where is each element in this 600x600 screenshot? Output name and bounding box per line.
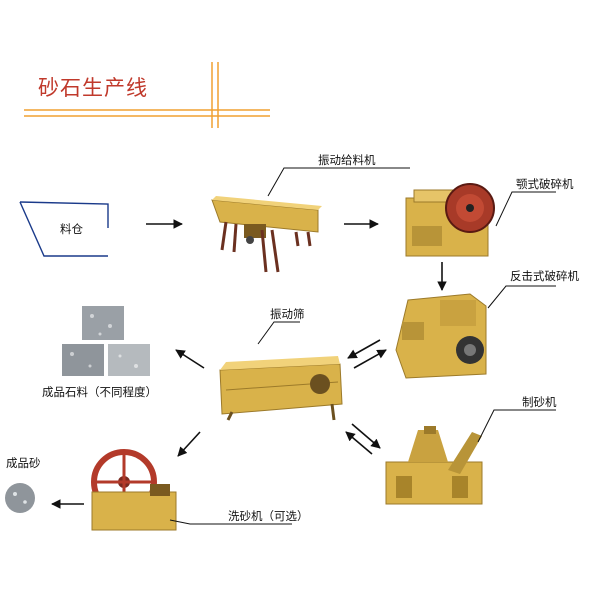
vibrating-screen-label: 振动筛 bbox=[270, 307, 305, 321]
arrow-screen-to-stone bbox=[175, 349, 205, 369]
sand-maker-label: 制砂机 bbox=[522, 395, 557, 409]
impact-crusher-label: 反击式破碎机 bbox=[510, 269, 579, 283]
arrow-screen-to-impact bbox=[353, 349, 387, 369]
finished-stone-piles bbox=[62, 306, 150, 376]
label-leader-lines bbox=[169, 167, 556, 525]
vibrating-screen-machine bbox=[219, 356, 343, 421]
finished-stone-label: 成品石料（不同程度） bbox=[42, 385, 157, 399]
sand-washer-machine bbox=[91, 449, 177, 531]
vibrating-feeder-label: 振动给料机 bbox=[318, 153, 376, 167]
page-title: 砂石生产线 bbox=[38, 76, 148, 100]
flow-arrows bbox=[51, 219, 447, 509]
impact-crusher-machine bbox=[395, 293, 487, 379]
finished-sand-label: 成品砂 bbox=[6, 456, 41, 470]
arrow-impact-to-screen bbox=[347, 339, 381, 359]
arrow-sandmaker-to-screen bbox=[345, 431, 373, 455]
sand-washer-label: 洗砂机（可选） bbox=[228, 509, 309, 523]
hopper-shape bbox=[19, 201, 109, 257]
hopper-label: 料仓 bbox=[60, 222, 83, 236]
arrow-screen-to-sandmaker bbox=[351, 423, 381, 449]
arrow-screen-to-washer bbox=[177, 431, 201, 457]
sand-making-machine bbox=[385, 426, 483, 505]
jaw-crusher-machine bbox=[405, 183, 495, 257]
jaw-crusher-label: 颚式破碎机 bbox=[516, 177, 574, 191]
finished-sand-pile bbox=[5, 483, 35, 513]
vibrating-feeder-machine bbox=[211, 196, 322, 273]
header-accent-lines bbox=[24, 62, 270, 128]
